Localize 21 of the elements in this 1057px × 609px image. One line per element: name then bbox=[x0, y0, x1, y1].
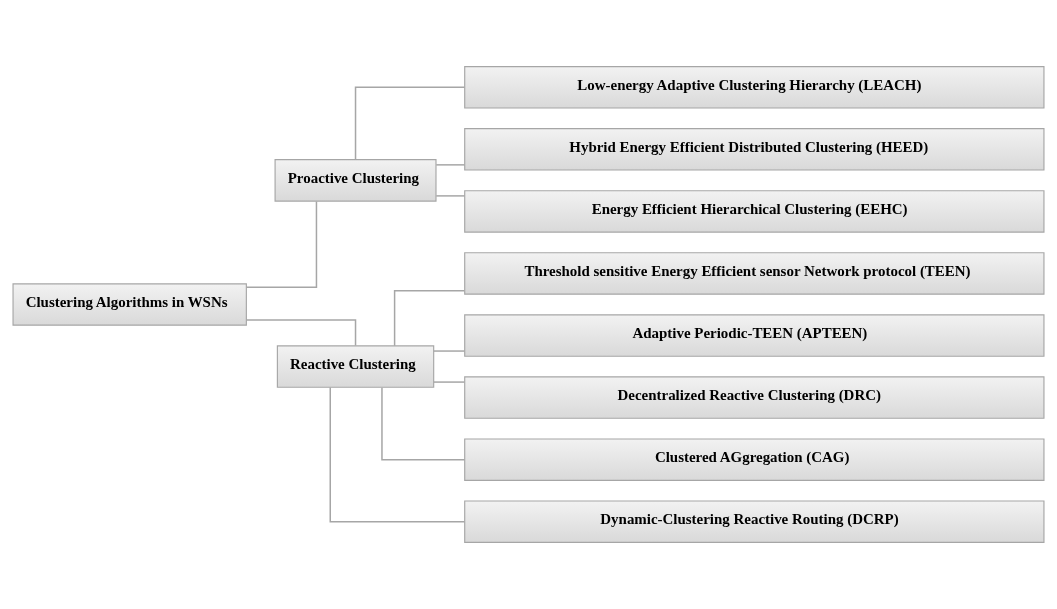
node-box: Hybrid Energy Efficient Distributed Clustering (HEED) bbox=[464, 128, 1045, 171]
node-box: Low-energy Adaptive Clustering Hierarchy (LEACH) bbox=[464, 66, 1045, 109]
connector bbox=[329, 386, 466, 523]
connector bbox=[435, 195, 466, 197]
connector bbox=[435, 164, 466, 166]
connector bbox=[393, 289, 466, 347]
node-box: Adaptive Periodic-TEEN (APTEEN) bbox=[464, 314, 1045, 357]
node-box: Decentralized Reactive Clustering (DRC) bbox=[464, 376, 1045, 419]
node-box: Clustered AGgregation (CAG) bbox=[464, 438, 1045, 481]
node-box: Energy Efficient Hierarchical Clustering (EEHC) bbox=[464, 190, 1045, 233]
connector bbox=[433, 350, 466, 352]
connector bbox=[433, 381, 466, 383]
node-box: Dynamic-Clustering Reactive Routing (DCRP) bbox=[464, 500, 1045, 543]
node-box: Clustering Algorithms in WSNs bbox=[12, 283, 247, 326]
node-box: Reactive Clustering bbox=[276, 345, 435, 388]
connector bbox=[245, 200, 318, 288]
node-box: Threshold sensitive Energy Efficient sensor Network protocol (TEEN) bbox=[464, 252, 1045, 295]
connector bbox=[381, 386, 466, 461]
node-box: Proactive Clustering bbox=[274, 159, 437, 202]
connector bbox=[354, 86, 466, 160]
connector bbox=[245, 319, 357, 347]
